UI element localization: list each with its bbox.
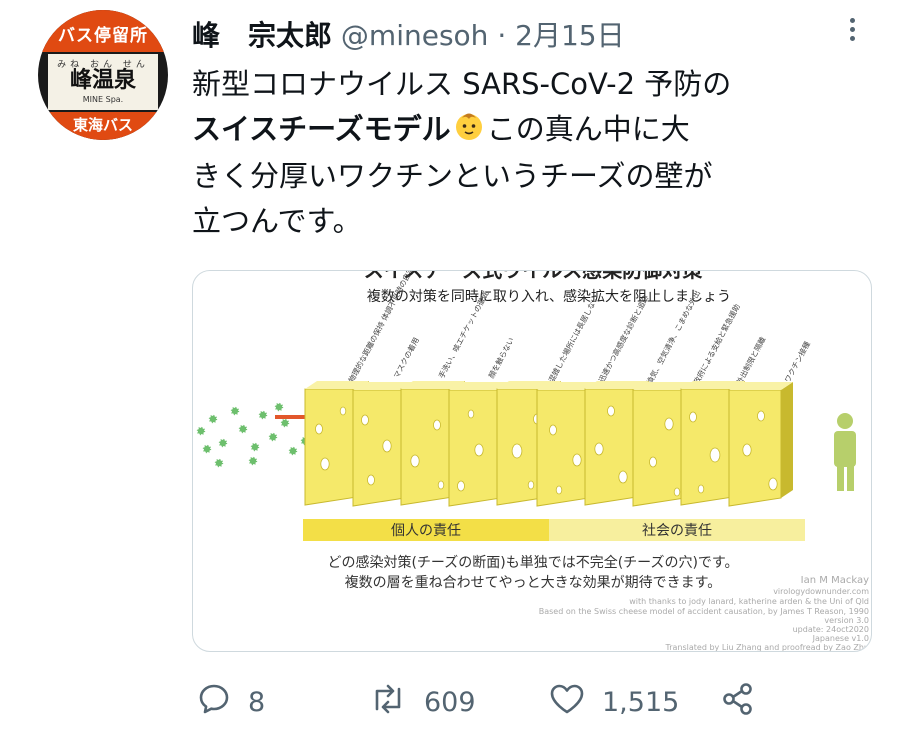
avatar-sign-plate: みね おん せん 峰温泉 MINE Spa. [48,54,158,110]
slice-label: マスクの着用 [391,336,421,380]
virus-particle [258,410,268,420]
reply-button[interactable]: 8 [196,680,265,724]
tweet-actions: 8 609 1,515 [192,680,792,724]
virus-particle [208,414,218,424]
cheese-slices [304,381,793,507]
slice-label: 顔を触らない [486,336,516,380]
share-icon [720,681,756,724]
virus-particle [230,406,240,416]
credit-thanks: with thanks to jody lanard, katherine ar… [629,597,869,606]
retweet-icon [368,681,408,724]
tweet-text-line: きく分厚いワクチンというチーズの壁が [192,158,713,193]
virus-particle [274,402,284,412]
cheese-slice [728,382,793,507]
avatar-sign-top: バス停留所 [38,10,168,52]
virus-particle [250,442,260,452]
tweet-header: 峰 宗太郎 @minesoh · 2月15日 [192,14,625,54]
virus-particle [202,444,212,454]
avatar-roman: MINE Spa. [82,95,124,104]
infographic-subtitle: 複数の対策を同時に取り入れ、感染拡大を阻止しましょう [367,288,731,305]
infographic-title: スイスチーズ式ウイルス感染防御対策 [364,271,703,282]
tweet-text-line: 新型コロナウイルス SARS-CoV-2 予防の [192,67,732,101]
tweet-date[interactable]: 2月15日 [515,19,625,52]
virus-particle [280,418,290,428]
social-responsibility-label: 社会の責任 [642,523,712,539]
tweet-text-line: スイスチーズモデル この真ん中に大 [192,107,872,154]
credit-version: version 3.0 [824,616,869,625]
tweet-text-line: 立つんです。 [192,203,362,238]
slice-label: ワクチン接種 [782,339,812,384]
credit-site: virologydownunder.com [773,587,869,596]
slice-label: 政府による支給と緊急援助 [691,302,742,386]
virus-particle [218,438,228,448]
credits: Ian M Mackay virologydownunder.com with … [539,575,869,651]
baby-emoji-icon [453,109,485,154]
display-name[interactable]: 峰 宗太郎 [192,19,333,52]
retweet-button[interactable]: 609 [368,680,476,724]
virus-particle [268,432,278,442]
like-button[interactable]: 1,515 [548,680,679,724]
virus-particle [214,458,224,468]
personal-responsibility-bar [303,519,549,541]
share-button[interactable] [720,680,756,724]
retweet-count: 609 [424,686,476,718]
user-handle[interactable]: @minesoh [340,19,489,52]
virus-particle [248,456,258,466]
avatar-ruby: みね おん せん [57,60,149,70]
slice-label: 混雑した場所には長居しない [546,293,601,384]
like-count: 1,515 [602,686,680,718]
credit-update: update: 24oct2020 [793,625,869,634]
tweet-text-bold: スイスチーズモデル [192,112,451,146]
slice-label: 迅速かつ高感度な診断と追跡 [596,293,651,384]
person-figure [834,413,856,491]
tweet-text: 新型コロナウイルス SARS-CoV-2 予防の スイスチーズモデル この真ん中… [192,62,872,244]
swiss-cheese-infographic: スイスチーズ式ウイルス感染防御対策 複数の対策を同時に取り入れ、感染拡大を阻止し… [196,271,869,651]
credit-translated: Translated by Liu Zhang and proofread by… [665,643,869,651]
avatar-station: 峰温泉 [69,68,136,93]
avatar-sign-bottom: 東海バス [38,112,168,140]
avatar[interactable]: バス停留所 みね おん せん 峰温泉 MINE Spa. 東海バス [38,10,168,140]
virus-particles [196,402,543,472]
social-responsibility-bar [549,519,805,541]
virus-particle [288,446,298,456]
slice-label: 物理的な距離の保持 体調不良時の自宅待機 [346,271,423,384]
personal-responsibility-label: 個人の責任 [391,523,461,539]
virus-particle [238,424,248,434]
reply-icon [196,681,232,724]
separator-dot: · [497,19,507,52]
tweet-media-image[interactable]: スイスチーズ式ウイルス感染防御対策 複数の対策を同時に取り入れ、感染拡大を阻止し… [192,270,872,652]
heart-icon [548,681,586,724]
tweet-text-rest: この真ん中に大 [486,112,690,146]
slice-label: 外出制限と隔離 [734,334,768,385]
credit-based: Based on the Swiss cheese model of accid… [539,607,869,616]
credit-author: Ian M Mackay [801,575,869,586]
caption-line: どの感染対策(チーズの断面)も単独では不完全(チーズの穴)です。 [327,554,738,571]
credit-language: Japanese v1.0 [812,634,869,643]
reply-count: 8 [248,686,266,718]
virus-particle [196,426,206,436]
more-options-icon[interactable] [840,14,864,48]
caption-line: 複数の層を重ね合わせてやっと大きな効果が期待できます。 [345,574,722,591]
